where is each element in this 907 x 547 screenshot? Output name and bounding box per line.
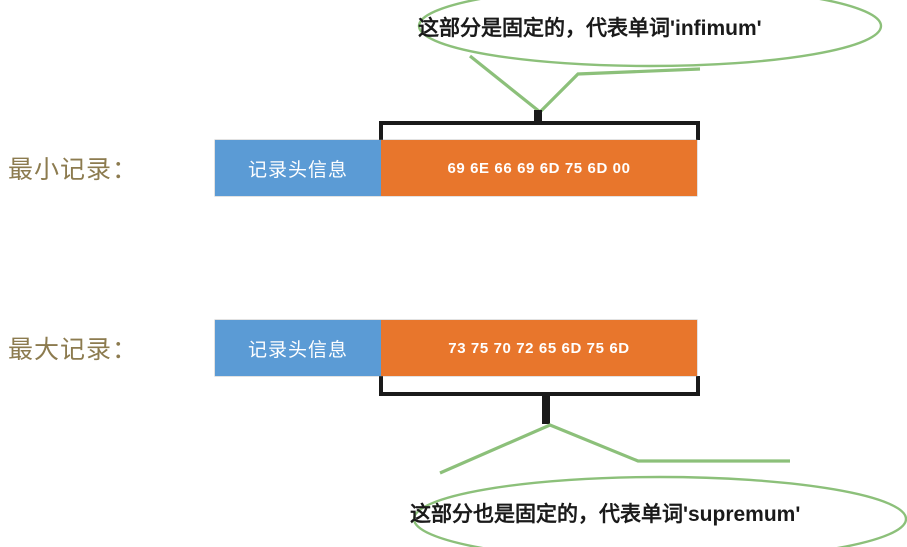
callout-label-top: 这部分是固定的，代表单词'infimum' xyxy=(418,17,762,40)
callout-tail-top xyxy=(469,54,701,115)
bracket-top xyxy=(379,110,700,140)
record-row-min: 记录头信息 69 6E 66 69 6D 75 6D 00 xyxy=(215,140,697,196)
row-label-max-record: 最大记录： xyxy=(8,336,139,364)
callout-tail-bottom xyxy=(439,423,790,475)
record-header-cell-min: 记录头信息 xyxy=(215,140,381,196)
bracket-bottom xyxy=(379,376,700,424)
callout-label-bottom: 这部分也是固定的，代表单词'supremum' xyxy=(410,503,801,526)
record-row-max: 记录头信息 73 75 70 72 65 6D 75 6D xyxy=(215,320,697,376)
record-hex-cell-max: 73 75 70 72 65 6D 75 6D xyxy=(381,320,697,376)
row-label-min-record: 最小记录： xyxy=(8,156,139,184)
record-header-cell-max: 记录头信息 xyxy=(215,320,381,376)
record-hex-cell-min: 69 6E 66 69 6D 75 6D 00 xyxy=(381,140,697,196)
